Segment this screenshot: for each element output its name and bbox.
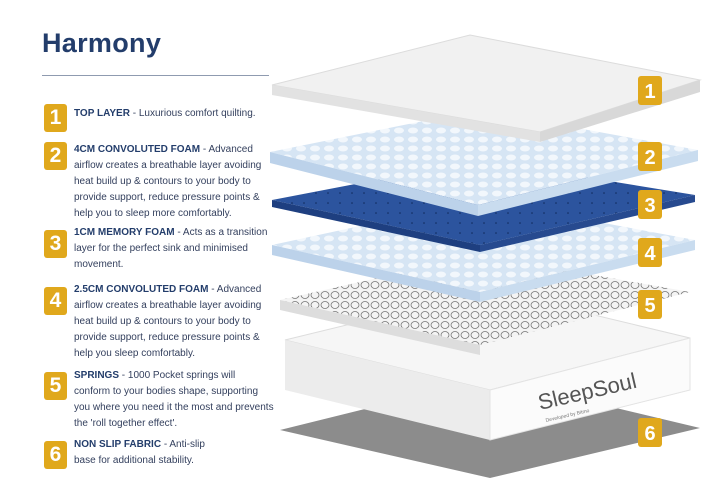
layer-description: - Anti-slip base for additional stabilit… <box>74 439 205 466</box>
layer-heading: 1CM MEMORY FOAM <box>74 227 175 238</box>
layer-description: - 1000 Pocket springs will conform to yo… <box>74 370 274 429</box>
layer-description: - Advanced airflow creates a breathable … <box>74 284 262 359</box>
layer-1-top-quilting <box>271 34 702 142</box>
number-badge: 3 <box>44 230 67 258</box>
svg-text:1: 1 <box>644 81 655 103</box>
layer-description: - Acts as a transition layer for the per… <box>74 227 268 270</box>
number-badge: 6 <box>44 441 67 469</box>
illustration-badge-3: 3 <box>638 190 662 219</box>
layer-heading: SPRINGS <box>74 370 120 381</box>
illustration-badge-5: 5 <box>638 290 662 319</box>
number-badge: 2 <box>44 142 67 170</box>
illustration-badge-1: 1 <box>638 76 662 105</box>
layer-heading: NON SLIP FABRIC <box>74 439 162 450</box>
illustration-badge-2: 2 <box>638 142 662 171</box>
layer-description: - Luxurious comfort quilting. <box>129 108 256 119</box>
page-title: Harmony <box>42 28 162 58</box>
number-badge: 4 <box>44 287 67 315</box>
svg-text:5: 5 <box>644 295 655 317</box>
number-badge: 1 <box>44 104 67 132</box>
illustration-badge-6: 6 <box>638 418 662 447</box>
title-divider <box>42 75 269 76</box>
number-badge: 5 <box>44 372 67 400</box>
svg-text:4: 4 <box>644 243 656 265</box>
layer-description: - Advanced airflow creates a breathable … <box>74 144 262 219</box>
svg-text:3: 3 <box>644 195 655 217</box>
svg-text:6: 6 <box>644 423 655 445</box>
illustration-badge-4: 4 <box>638 238 662 267</box>
layer-heading: 4CM CONVOLUTED FOAM <box>74 144 201 155</box>
svg-text:2: 2 <box>644 147 655 169</box>
layer-heading: 2.5CM CONVOLUTED FOAM <box>74 284 209 295</box>
layer-heading: TOP LAYER <box>74 108 130 119</box>
